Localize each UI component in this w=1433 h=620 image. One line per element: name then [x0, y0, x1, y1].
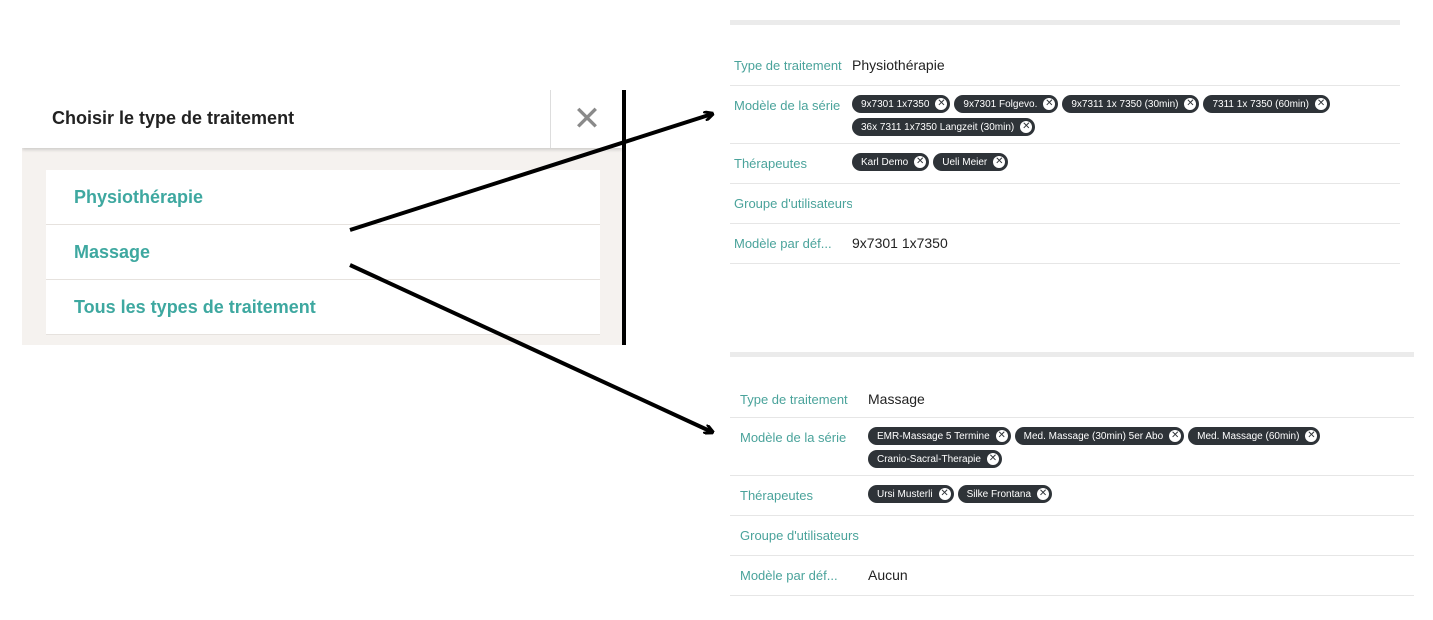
- choose-treatment-type-dialog: Choisir le type de traitement ✕ Physioth…: [22, 90, 626, 345]
- remove-icon[interactable]: ✕: [1037, 488, 1050, 500]
- label-user-group: Groupe d'utilisateurs: [734, 196, 852, 211]
- row-user-group: Groupe d'utilisateurs: [730, 516, 1414, 556]
- label-default-model: Modèle par déf...: [740, 568, 838, 583]
- massage-settings-panel: Type de traitement Massage Modèle de la …: [730, 352, 1414, 596]
- chip-label: 7311 1x 7350 (60min): [1212, 98, 1310, 110]
- physiotherapy-settings-panel: Type de traitement Physiothérapie Modèle…: [730, 20, 1400, 264]
- row-therapists: Thérapeutes Karl Demo ✕ Ueli Meier ✕: [730, 144, 1400, 184]
- row-therapists: Thérapeutes Ursi Musterli ✕ Silke Frontan…: [730, 476, 1414, 516]
- therapist-chips: Ursi Musterli ✕ Silke Frontana ✕: [868, 476, 1053, 510]
- chip: 9x7301 Folgevo. ✕: [954, 95, 1059, 113]
- close-icon: ✕: [572, 100, 602, 138]
- chip: Ursi Musterli ✕: [868, 485, 954, 503]
- remove-icon[interactable]: ✕: [938, 488, 951, 500]
- arrow-to-physiotherapy-panel: [349, 114, 712, 232]
- row-user-group: Groupe d'utilisateurs: [730, 184, 1400, 224]
- series-model-chips: 9x7301 1x7350 ✕ 9x7301 Folgevo. ✕ 9x7311 1…: [852, 86, 1400, 143]
- chip: Med. Massage (30min) 5er Abo ✕: [1014, 427, 1185, 445]
- row-treatment-type: Type de traitement Massage: [730, 380, 1414, 418]
- chip: Karl Demo ✕: [852, 153, 930, 171]
- chip: 9x7311 1x 7350 (30min) ✕: [1062, 95, 1200, 113]
- remove-icon[interactable]: ✕: [1169, 430, 1182, 442]
- chip: EMR-Massage 5 Termine ✕: [868, 427, 1011, 445]
- close-button[interactable]: ✕: [550, 90, 622, 148]
- chip-label: Karl Demo: [861, 156, 909, 168]
- remove-icon[interactable]: ✕: [1315, 98, 1328, 110]
- chip-label: Med. Massage (30min) 5er Abo: [1023, 430, 1164, 442]
- chip-label: Ueli Meier: [942, 156, 988, 168]
- series-model-chips: EMR-Massage 5 Termine ✕ Med. Massage (30m…: [868, 418, 1414, 475]
- dialog-title: Choisir le type de traitement: [52, 108, 295, 128]
- chip-label: 9x7311 1x 7350 (30min): [1071, 98, 1179, 110]
- label-series-model: Modèle de la série: [734, 98, 841, 113]
- remove-icon[interactable]: ✕: [1043, 98, 1056, 110]
- chip: Silke Frontana ✕: [957, 485, 1053, 503]
- chip-label: 9x7301 Folgevo.: [963, 98, 1038, 110]
- value-user-group[interactable]: [852, 184, 1400, 195]
- row-treatment-type: Type de traitement Physiothérapie: [730, 46, 1400, 86]
- remove-icon[interactable]: ✕: [986, 453, 999, 465]
- therapist-chips: Karl Demo ✕ Ueli Meier ✕: [852, 144, 1009, 178]
- row-default-model: Modèle par déf... 9x7301 1x7350: [730, 224, 1400, 264]
- treatment-type-physiotherapy[interactable]: Physiothérapie: [46, 170, 600, 225]
- label-treatment-type: Type de traitement: [734, 58, 842, 73]
- remove-icon[interactable]: ✕: [1305, 430, 1318, 442]
- remove-icon[interactable]: ✕: [993, 156, 1006, 168]
- remove-icon[interactable]: ✕: [914, 156, 927, 168]
- chip-label: Silke Frontana: [966, 488, 1032, 500]
- value-default-model[interactable]: Aucun: [868, 567, 908, 583]
- chip-label: 36x 7311 1x7350 Langzeit (30min): [861, 121, 1015, 133]
- remove-icon[interactable]: ✕: [1020, 121, 1033, 133]
- treatment-type-list: Physiothérapie Massage Tous les types de…: [46, 170, 600, 335]
- label-series-model: Modèle de la série: [740, 430, 847, 445]
- chip: Cranio-Sacral-Therapie ✕: [868, 450, 1002, 468]
- chip-label: Cranio-Sacral-Therapie: [877, 453, 981, 465]
- label-therapists: Thérapeutes: [734, 156, 807, 171]
- dialog-header: Choisir le type de traitement ✕: [22, 90, 622, 148]
- chip-label: 9x7301 1x7350: [861, 98, 930, 110]
- label-therapists: Thérapeutes: [740, 488, 813, 503]
- panel-top-bar: [730, 20, 1400, 25]
- row-series-model: Modèle de la série 9x7301 1x7350 ✕ 9x7301…: [730, 86, 1400, 144]
- value-treatment-type[interactable]: Physiothérapie: [852, 57, 945, 73]
- value-default-model[interactable]: 9x7301 1x7350: [852, 235, 948, 251]
- chip: 7311 1x 7350 (60min) ✕: [1203, 95, 1331, 113]
- remove-icon[interactable]: ✕: [935, 98, 948, 110]
- remove-icon[interactable]: ✕: [1184, 98, 1197, 110]
- chip-label: Med. Massage (60min): [1197, 430, 1300, 442]
- chip: Med. Massage (60min) ✕: [1188, 427, 1321, 445]
- chip: Ueli Meier ✕: [933, 153, 1009, 171]
- treatment-type-all[interactable]: Tous les types de traitement: [46, 280, 600, 335]
- remove-icon[interactable]: ✕: [995, 430, 1008, 442]
- value-treatment-type[interactable]: Massage: [868, 391, 925, 407]
- chip: 9x7301 1x7350 ✕: [852, 95, 951, 113]
- label-user-group: Groupe d'utilisateurs: [740, 528, 859, 543]
- treatment-type-massage[interactable]: Massage: [46, 225, 600, 280]
- chip-label: Ursi Musterli: [877, 488, 933, 500]
- chip-label: EMR-Massage 5 Termine: [877, 430, 990, 442]
- chip: 36x 7311 1x7350 Langzeit (30min) ✕: [852, 118, 1036, 136]
- label-default-model: Modèle par déf...: [734, 236, 832, 251]
- row-series-model: Modèle de la série EMR-Massage 5 Termine…: [730, 418, 1414, 476]
- row-default-model: Modèle par déf... Aucun: [730, 556, 1414, 596]
- value-user-group[interactable]: [868, 516, 1414, 527]
- label-treatment-type: Type de traitement: [740, 392, 848, 407]
- panel-bottom-bar: [730, 352, 1414, 357]
- arrow-to-massage-panel: [349, 263, 712, 432]
